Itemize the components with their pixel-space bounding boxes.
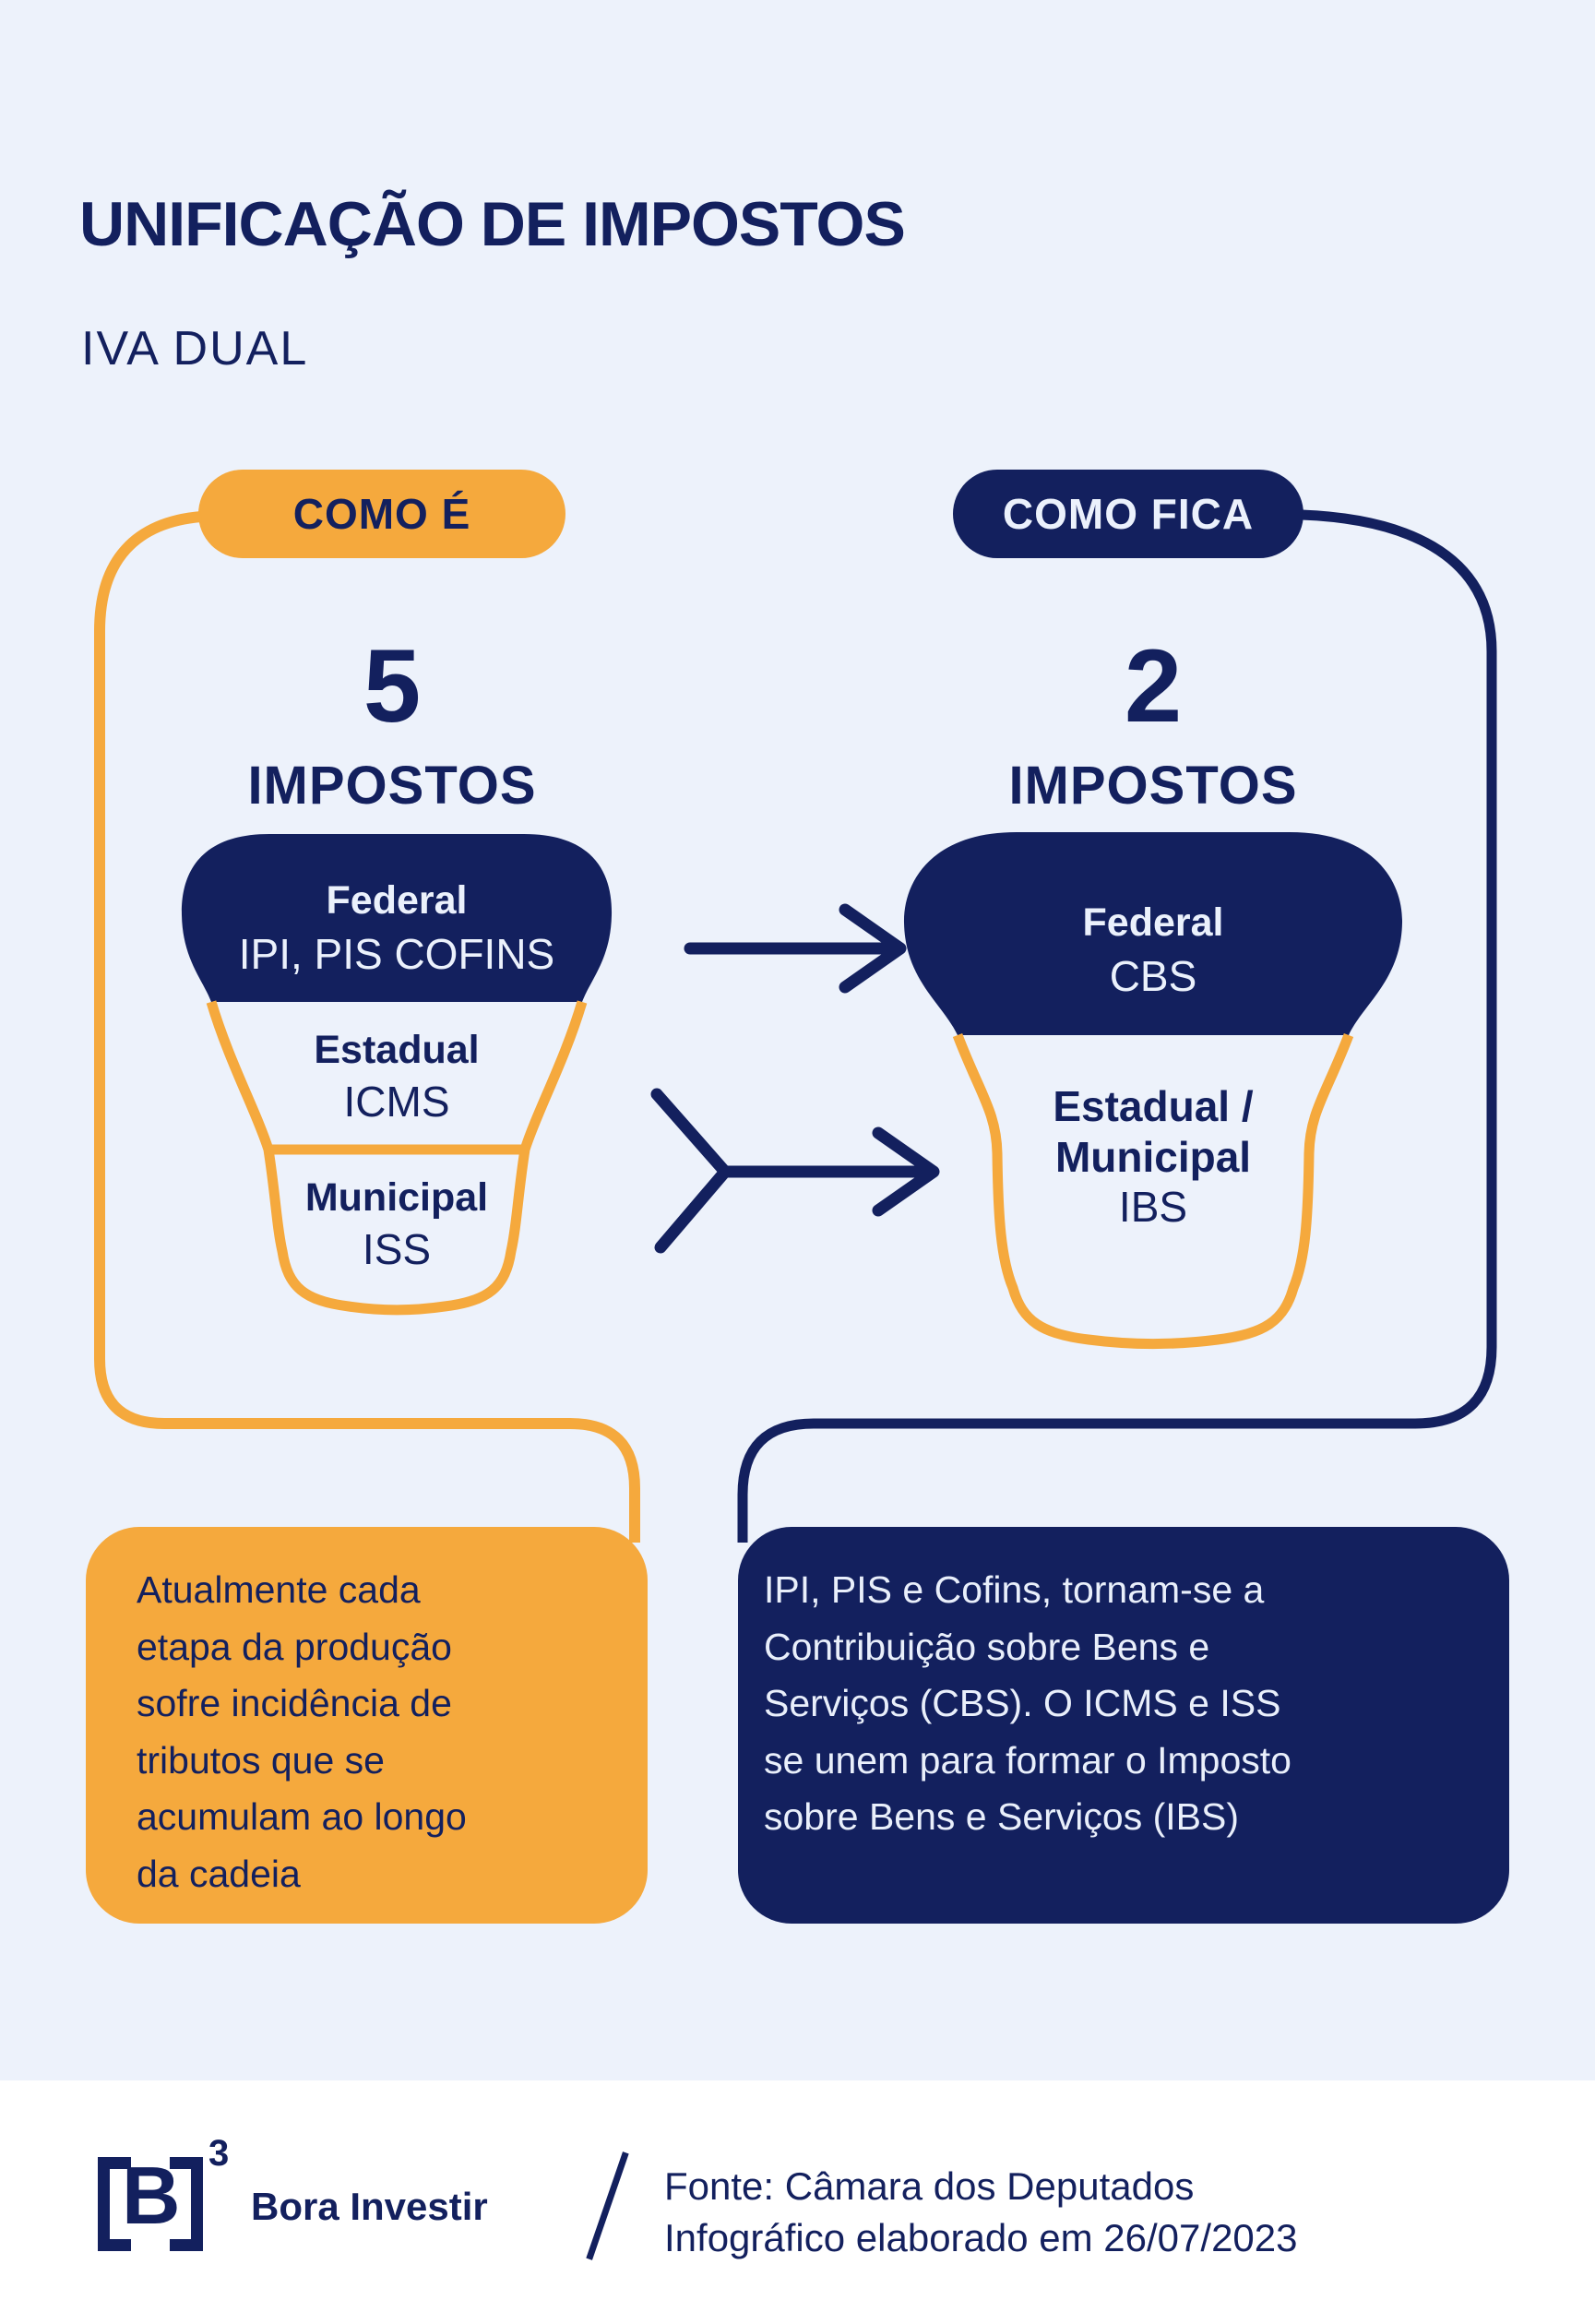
merge-arrow-icon bbox=[650, 1088, 940, 1254]
b3-logo-letter: B bbox=[122, 2150, 181, 2241]
before-funnel-taxes-federal: IPI, PIS COFINS bbox=[238, 930, 555, 978]
before-count-label: IMPOSTOS bbox=[247, 756, 537, 816]
pill-como-fica: COMO FICA bbox=[953, 470, 1303, 558]
after-funnel-federal-shape bbox=[903, 832, 1403, 1035]
before-funnel-federal-shape bbox=[181, 834, 613, 1002]
page-title: UNIFICAÇÃO DE IMPOSTOS bbox=[79, 189, 906, 259]
after-funnel-level-federal: Federal bbox=[1082, 900, 1224, 945]
before-funnel-level-federal: Federal bbox=[326, 878, 468, 923]
page-subtitle: IVA DUAL bbox=[81, 322, 309, 375]
before-funnel-taxes-municipal: ISS bbox=[362, 1225, 432, 1273]
b3-logo-left-bracket-icon bbox=[98, 2157, 131, 2251]
b3-logo-superscript: 3 bbox=[208, 2133, 230, 2174]
after-funnel-level-estadual-municipal: Estadual / Municipal bbox=[1053, 1082, 1254, 1182]
source-text: Fonte: Câmara dos Deputados Infográfico … bbox=[664, 2161, 1298, 2264]
source-line-1: Fonte: Câmara dos Deputados bbox=[664, 2164, 1195, 2208]
slash-divider bbox=[586, 2151, 629, 2260]
source-line-2: Infográfico elaborado em 26/07/2023 bbox=[664, 2216, 1298, 2259]
after-funnel-taxes-federal: CBS bbox=[1109, 952, 1197, 1000]
pill-como-e: COMO É bbox=[198, 470, 565, 558]
brand-name: Bora Investir bbox=[251, 2185, 488, 2228]
pill-como-fica-label: COMO FICA bbox=[1002, 490, 1255, 538]
after-count-label: IMPOSTOS bbox=[1008, 756, 1298, 816]
before-note-box: Atualmente cada etapa da produção sofre … bbox=[86, 1527, 648, 1924]
before-funnel-taxes-estadual: ICMS bbox=[343, 1078, 450, 1126]
after-note-text: IPI, PIS e Cofins, tornam-se a Contribui… bbox=[764, 1568, 1291, 1838]
after-funnel-outline-shape bbox=[952, 1033, 1354, 1349]
after-funnel-taxes-ibs: IBS bbox=[1118, 1183, 1188, 1231]
after-note-box: IPI, PIS e Cofins, tornam-se a Contribui… bbox=[738, 1527, 1509, 1924]
b3-logo-right-bracket-icon bbox=[170, 2157, 203, 2251]
connector-line-before bbox=[94, 511, 640, 1543]
pill-como-e-label: COMO É bbox=[292, 490, 471, 538]
arrow-right-icon bbox=[684, 903, 907, 994]
before-count: 5 bbox=[363, 628, 422, 744]
footer-bar: B 3 Bora Investir Fonte: Câmara dos Depu… bbox=[0, 2080, 1595, 2324]
b3-logo: B 3 bbox=[98, 2133, 255, 2258]
after-count: 2 bbox=[1124, 628, 1183, 744]
before-funnel-level-estadual: Estadual bbox=[314, 1028, 480, 1072]
connector-line-after bbox=[737, 509, 1497, 1543]
before-note-text: Atualmente cada etapa da produção sofre … bbox=[137, 1568, 467, 1895]
before-funnel-level-municipal: Municipal bbox=[304, 1175, 489, 1220]
